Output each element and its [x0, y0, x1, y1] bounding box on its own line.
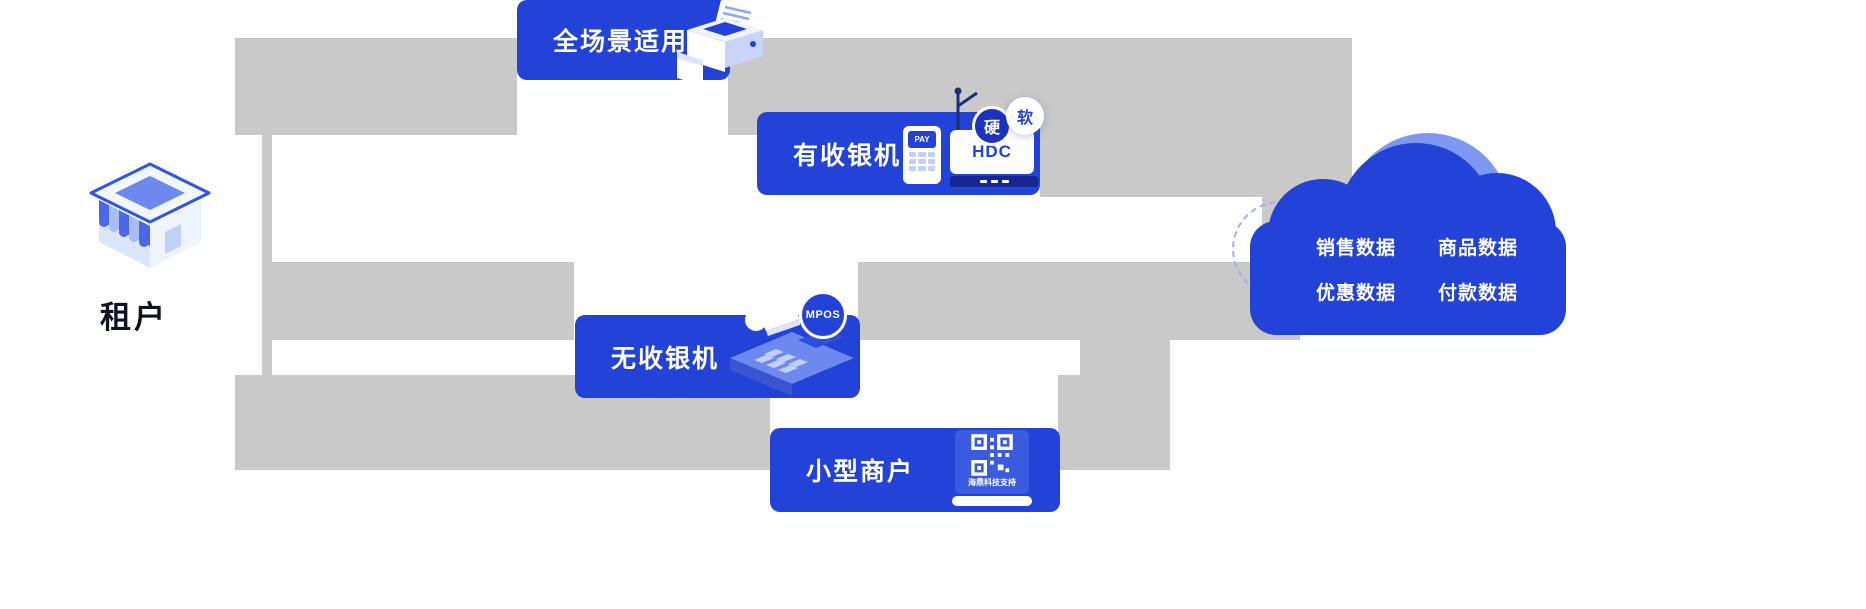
antenna-icon [954, 87, 978, 130]
connector-bottom-up [1080, 340, 1170, 470]
payment-terminal-keypad [909, 152, 935, 171]
node-small-merchant-label: 小型商户 [806, 458, 915, 486]
cloud-data-grid: 销售数据 商品数据 优惠数据 付款数据 [1316, 233, 1518, 305]
connector-left-trunk [262, 135, 272, 375]
cash-register-base [950, 176, 1038, 187]
data-cloud: 销售数据 商品数据 优惠数据 付款数据 [1232, 133, 1566, 335]
badge-software: 软 [1006, 97, 1044, 135]
qr-glyph [971, 434, 1013, 476]
qr-card-slot [952, 496, 1032, 506]
qr-card: 海鼎科技支持 [955, 430, 1029, 494]
storefront-icon [89, 162, 211, 268]
cash-register-icon: HDC [950, 130, 1038, 187]
qr-support-label: 海鼎科技支持 [968, 478, 1016, 487]
tenant-label: 租户 [100, 300, 168, 335]
payment-terminal-icon: PAY [903, 126, 941, 184]
qr-code-icon: 海鼎科技支持 [950, 430, 1034, 510]
mpos-terminal-icon [730, 299, 854, 396]
connector-middle-left [262, 262, 574, 340]
node-all-scene-label: 全场景适用 [553, 28, 689, 56]
node-with-register-label: 有收银机 [793, 141, 902, 170]
cloud-item-discount: 优惠数据 [1316, 283, 1397, 304]
printer-icon [677, 0, 763, 86]
cash-register-brand: HDC [950, 130, 1034, 174]
connector-top-left [235, 38, 517, 135]
payment-terminal-screen: PAY [908, 131, 936, 148]
connector-register-to-cloud [1040, 120, 1300, 197]
node-without-register-label: 无收银机 [611, 344, 720, 373]
connector-middle-right [858, 262, 1300, 340]
badge-mpos: MPOS [799, 291, 847, 339]
cloud-base [1250, 221, 1566, 335]
cloud-item-payment: 付款数据 [1438, 283, 1519, 304]
cloud-item-product: 商品数据 [1438, 238, 1519, 259]
cloud-item-sales: 销售数据 [1316, 238, 1397, 259]
